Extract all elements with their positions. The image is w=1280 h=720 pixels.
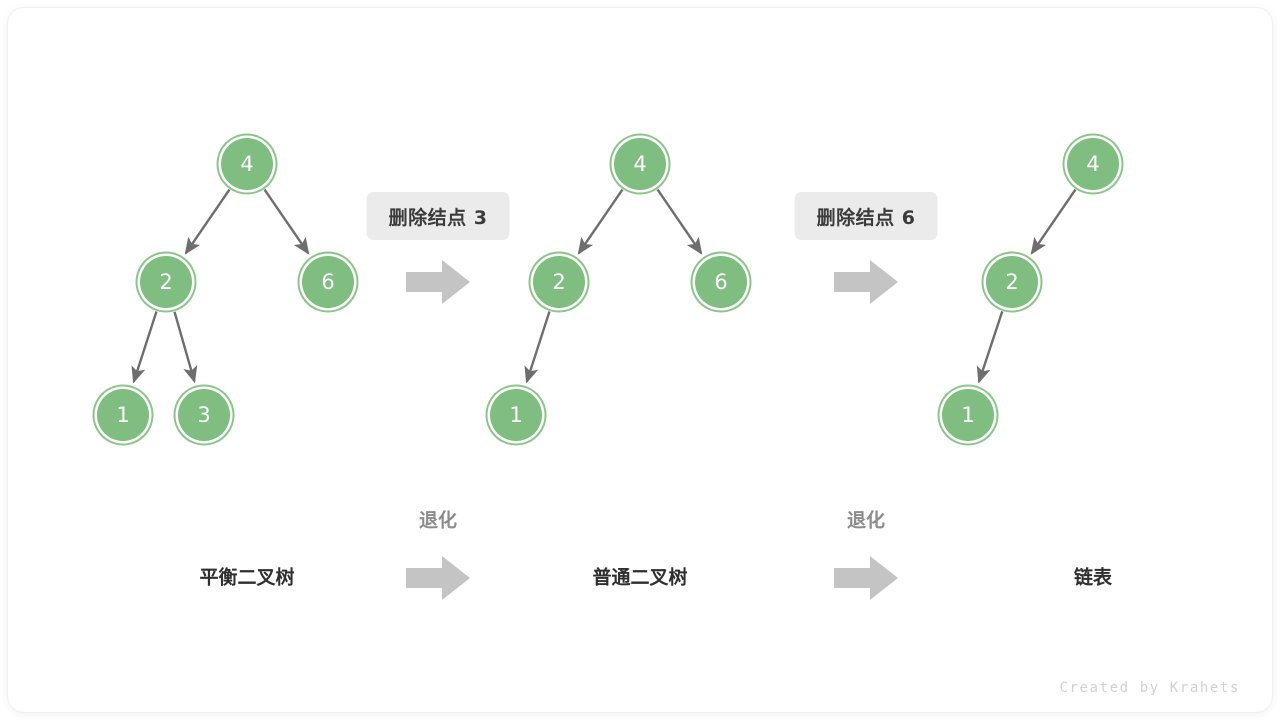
- operation-badge-label: 删除结点 6: [816, 206, 916, 229]
- tree-node-label: 2: [159, 269, 173, 294]
- tree-node-label: 2: [1005, 269, 1019, 294]
- tree-node[interactable]: 4: [1067, 138, 1119, 190]
- caption-ordinary: 普通二叉树: [592, 566, 688, 589]
- tree-node-label: 1: [116, 402, 130, 427]
- tree-node[interactable]: 4: [221, 138, 273, 190]
- tree-edge: [173, 311, 198, 384]
- transition-label-degrade-2: 退化: [846, 509, 886, 532]
- right-arrow-icon: [834, 556, 898, 600]
- tree-node[interactable]: 2: [140, 256, 192, 308]
- tree-node[interactable]: 3: [178, 389, 230, 441]
- caption-list: 链表: [1073, 566, 1113, 589]
- stage-transition-arrow-icon: [406, 258, 470, 306]
- tree-node[interactable]: 6: [695, 256, 747, 308]
- tree-node-label: 1: [509, 402, 523, 427]
- tree-node[interactable]: 6: [302, 256, 354, 308]
- tree-edge: [577, 188, 624, 255]
- right-arrow-icon: [834, 260, 898, 304]
- right-arrow-icon: [406, 556, 470, 600]
- tree-edge: [131, 311, 158, 384]
- tree-node-label: 1: [961, 402, 975, 427]
- tree-edge: [976, 311, 1004, 384]
- tree-edge: [263, 188, 310, 255]
- tree-node-label: 2: [552, 269, 566, 294]
- tree-node-label: 4: [240, 151, 254, 176]
- tree-edge: [656, 188, 703, 255]
- transition-label-degrade-1: 退化: [418, 509, 458, 532]
- tree-edge: [184, 188, 231, 255]
- tree-node[interactable]: 1: [490, 389, 542, 441]
- right-arrow-icon: [406, 260, 470, 304]
- diagram-card: [8, 8, 1272, 712]
- operation-badge-delete-node-3[interactable]: 删除结点 3: [366, 192, 510, 240]
- tree-node-label: 6: [321, 269, 335, 294]
- stage-transition-arrow-icon: [834, 258, 898, 306]
- tree-node-label: 6: [714, 269, 728, 294]
- tree-node[interactable]: 2: [986, 256, 1038, 308]
- transition-arrow-degrade-1: [406, 554, 470, 602]
- tree-node[interactable]: 2: [533, 256, 585, 308]
- watermark-text: Created by Krahets: [1059, 680, 1240, 696]
- tree-node[interactable]: 1: [97, 389, 149, 441]
- tree-edge: [524, 311, 551, 384]
- operation-badge-delete-node-6[interactable]: 删除结点 6: [794, 192, 938, 240]
- transition-arrow-degrade-2: [834, 554, 898, 602]
- tree-node[interactable]: 1: [942, 389, 994, 441]
- tree-node-label: 4: [633, 151, 647, 176]
- tree-node-label: 4: [1086, 151, 1100, 176]
- tree-edge: [1030, 188, 1077, 255]
- caption-balanced: 平衡二叉树: [199, 566, 295, 589]
- operation-badge-label: 删除结点 3: [388, 206, 488, 229]
- tree-node[interactable]: 4: [614, 138, 666, 190]
- tree-node-label: 3: [197, 402, 211, 427]
